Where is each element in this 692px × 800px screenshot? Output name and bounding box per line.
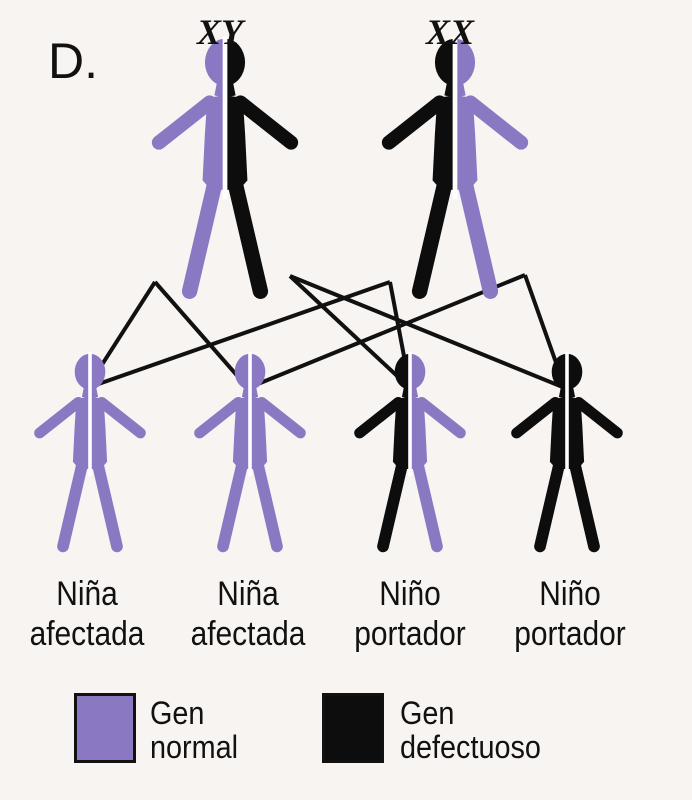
child-figure-3 [354,351,466,553]
mother-figure-left-half [381,38,455,299]
legend-defective-line1: Gen [400,695,455,731]
child-figure-3-left-half [354,353,410,553]
child-4-line1: Niño [539,575,601,613]
child-3-line1: Niño [379,575,441,613]
line-mother-left-to-child1 [86,280,391,390]
mother-figure [381,36,529,299]
child-3-line2: portador [354,615,466,653]
mother-figure-right-half [455,38,529,299]
father-figure-left-half [151,38,225,299]
legend-normal-line1: Gen [150,695,205,731]
child-1-line1: Niña [56,575,118,613]
legend-swatch-defective [322,693,384,763]
father-figure [151,36,299,299]
child-label-1: Niña afectada [12,574,162,654]
panel-label: D. [48,33,98,89]
child-figure-2 [194,351,306,553]
child-4-line2: portador [514,615,626,653]
child-figure-4 [511,351,623,553]
child-figure-2-right-half [250,353,306,553]
father-chromosomes: XY [196,12,243,52]
child-1-line2: afectada [29,615,145,653]
line-father-right-to-child3 [288,274,412,390]
legend-normal-line2: normal [150,729,239,765]
child-figure-2-left-half [194,353,250,553]
line-father-right-to-child4 [289,274,566,390]
line-mother-right-to-child2 [247,273,526,390]
child-figure-1-right-half [90,353,146,553]
child-label-3: Niño portador [335,574,485,654]
mother-chromosomes: XX [425,12,475,52]
inheritance-lines [85,273,567,390]
legend-swatch-normal [74,693,136,763]
line-father-left-to-child2 [153,280,250,390]
child-figure-1-left-half [34,353,90,553]
father-figure-right-half [225,38,299,299]
legend-label-normal: Gen normal [150,696,238,764]
child-figure-4-right-half [567,353,623,553]
child-label-4: Niño portador [495,574,645,654]
legend-label-defective: Gen defectuoso [400,696,541,764]
child-2-line1: Niña [217,575,279,613]
child-2-line2: afectada [190,615,306,653]
child-figure-4-left-half [511,353,567,553]
child-label-2: Niña afectada [173,574,323,654]
child-figure-1 [34,351,146,553]
child-figure-3-right-half [410,353,466,553]
legend-defective-line2: defectuoso [400,729,541,765]
